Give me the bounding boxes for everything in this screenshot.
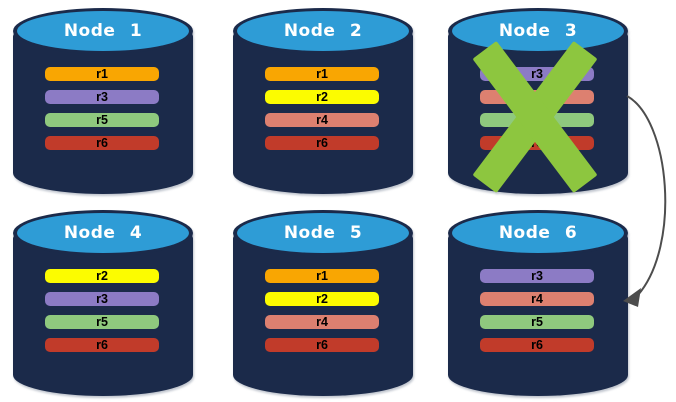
node-title: Node 6	[498, 223, 578, 243]
replica-bar: r2	[45, 269, 159, 283]
replica-bar: r3	[45, 90, 159, 104]
node-title: Node 3	[498, 21, 578, 41]
replica-list: r2 r3 r5 r6	[45, 269, 159, 361]
replica-bar: r2	[265, 292, 379, 306]
replica-bar: r6	[45, 338, 159, 352]
replica-bar: r6	[45, 136, 159, 150]
node-cylinder-3: Node 3 r3 r4 r5 r6	[448, 8, 628, 194]
replica-bar: r3	[45, 292, 159, 306]
cylinder-top-ellipse	[17, 11, 189, 51]
replica-bar: r1	[265, 269, 379, 283]
replica-bar: r6	[480, 338, 594, 352]
cylinder-body	[233, 233, 413, 396]
replica-bar: r2	[265, 90, 379, 104]
node-cylinder-5: Node 5 r1 r2 r4 r6	[233, 210, 413, 396]
replica-list: r1 r2 r4 r6	[265, 269, 379, 361]
replica-bar: r6	[265, 136, 379, 150]
node-cylinder-1: Node 1 r1 r3 r5 r6	[13, 8, 193, 194]
node-title: Node 5	[283, 223, 363, 243]
replica-list: r1 r3 r5 r6	[45, 67, 159, 159]
replica-bar: r1	[45, 67, 159, 81]
replica-bar: r4	[265, 113, 379, 127]
replica-bar: r5	[45, 315, 159, 329]
replica-bar: r3	[480, 67, 594, 81]
cylinder-body	[448, 233, 628, 396]
node-cylinder-4: Node 4 r2 r3 r5 r6	[13, 210, 193, 396]
replica-list: r3 r4 r5 r6	[480, 67, 594, 159]
replica-bar: r4	[265, 315, 379, 329]
node-title: Node 1	[63, 21, 143, 41]
replica-bar: r1	[265, 67, 379, 81]
replica-bar: r5	[45, 113, 159, 127]
node-cylinder-2: Node 2 r1 r2 r4 r6	[233, 8, 413, 194]
replica-bar: r3	[480, 269, 594, 283]
cylinder-top-ellipse	[237, 11, 409, 51]
node-title: Node 2	[283, 21, 363, 41]
replica-bar: r4	[480, 90, 594, 104]
replica-bar: r6	[480, 136, 594, 150]
cylinder-body	[233, 31, 413, 194]
replica-bar: r4	[480, 292, 594, 306]
cylinder-body	[13, 233, 193, 396]
replica-bar: r5	[480, 315, 594, 329]
replica-list: r3 r4 r5 r6	[480, 269, 594, 361]
cylinder-top-ellipse	[452, 213, 624, 253]
replica-bar: r5	[480, 113, 594, 127]
cylinder-body	[13, 31, 193, 194]
arrow-curve	[626, 95, 667, 296]
replica-list: r1 r2 r4 r6	[265, 67, 379, 159]
cylinder-top-ellipse	[17, 213, 189, 253]
node-cylinder-6: Node 6 r3 r4 r5 r6	[448, 210, 628, 396]
replica-bar: r6	[265, 338, 379, 352]
cylinder-top-ellipse	[237, 213, 409, 253]
node-title: Node 4	[63, 223, 143, 243]
